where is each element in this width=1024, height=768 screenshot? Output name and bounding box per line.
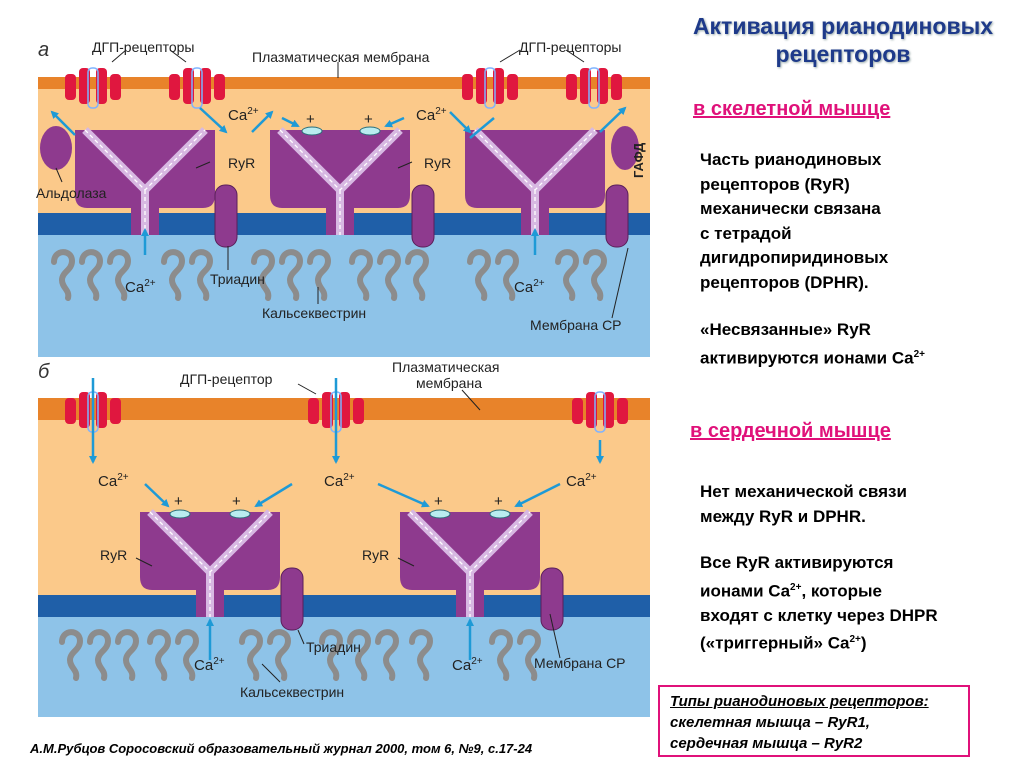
ca-arrows-b [89,378,604,660]
panel-a: а ДГП-рецепторы ДГП-рецепторы Плазматиче… [36,39,650,357]
label-triadin-b: Триадин [306,639,361,655]
label-ryr-b2: RyR [362,547,389,563]
heading-cardiac: в сердечной мышце [690,420,891,442]
types-box-title: Типы рианодиновых рецепторов: [670,693,929,710]
gapd [611,126,639,170]
label-ca-a2: Ca2+ [416,106,447,124]
receptor-types-box: Типы рианодиновых рецепторов: скелетная … [658,685,970,757]
label-dhp-right: ДГП-рецепторы [519,39,621,55]
cardiac-paragraph-2: Все RyR активируются ионами Ca2+, которы… [700,553,938,653]
label-dhp-left: ДГП-рецепторы [92,39,194,55]
label-sr-membrane-b: Мембрана СР [534,655,626,671]
heading-skeletal: в скелетной мышце [693,98,891,120]
label-ryr-a2: RyR [424,155,451,171]
label-ca-b2: Ca2+ [324,472,355,490]
label-aldolase: Альдолаза [36,185,107,201]
label-dhp-b: ДГП-рецептор [180,371,273,387]
types-box-cardiac: сердечная мышца – RyR2 [670,735,863,752]
label-plasma-membrane: Плазматическая мембрана [252,49,430,65]
skeletal-paragraph-1: Часть рианодиновых рецепторов (RyR) меха… [700,150,889,292]
types-box-skeletal: скелетная мышца – RyR1, [670,714,870,731]
label-ca-a1: Ca2+ [228,106,259,124]
label-ryr-b1: RyR [100,547,127,563]
panel-b: б ДГП-рецептор Плазматическая мембрана C… [38,359,650,717]
citation: А.М.Рубцов Соросовский образовательный ж… [30,741,533,756]
label-calsequestrin-b: Кальсеквестрин [240,684,344,700]
plus-b2: + [232,493,241,510]
label-gapd: ГАФД [631,142,646,178]
ca-arrows [50,106,627,255]
panel-a-letter: а [38,39,49,61]
plus-b4: + [494,493,503,510]
label-ca-b5: Ca2+ [452,656,483,674]
ryanodine-receptor-diagram: а ДГП-рецепторы ДГП-рецепторы Плазматиче… [36,39,650,717]
label-sr-membrane-a: Мембрана СР [530,317,622,333]
label-ca-a3: Ca2+ [125,278,156,296]
plus-b1: + [174,493,183,510]
label-ca-a4: Ca2+ [514,278,545,296]
plus-a2: + [364,111,373,128]
label-ca-b3: Ca2+ [566,472,597,490]
label-calsequestrin-a: Кальсеквестрин [262,305,366,321]
label-ryr-a1: RyR [228,155,255,171]
plus-b3: + [434,493,443,510]
plus-a1: + [306,111,315,128]
skeletal-paragraph-2: «Несвязанные» RyR активируются ионами Ca… [700,320,925,368]
label-plasma-membrane-b1: Плазматическая [392,359,500,375]
label-plasma-membrane-b2: мембрана [416,375,482,391]
aldolase [40,126,72,170]
panel-b-letter: б [38,361,50,383]
label-ca-b1: Ca2+ [98,472,129,490]
page-title: Активация рианодиновых рецепторов [692,13,994,67]
label-ca-b4: Ca2+ [194,656,225,674]
cardiac-paragraph-1: Нет механической связи между RyR и DPHR. [700,482,907,526]
label-triadin-a: Триадин [210,271,265,287]
